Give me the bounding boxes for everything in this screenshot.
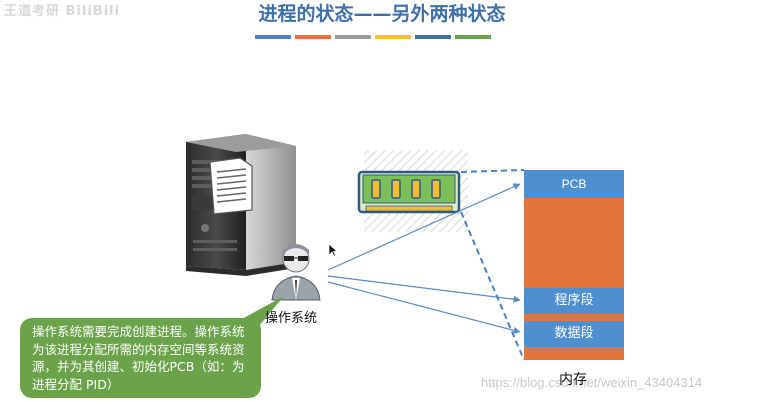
mouse-cursor-icon xyxy=(328,243,338,259)
corner-watermark: 王道考研 BiliBili xyxy=(4,4,121,19)
url-watermark: https://blog.csdn.net/weixin_43404314 xyxy=(481,375,703,390)
allocation-arrows xyxy=(327,183,521,334)
person-with-glasses-icon xyxy=(271,244,321,301)
title-strip-segment xyxy=(415,35,451,39)
title-strip-segment xyxy=(335,35,371,39)
title-strip-segment xyxy=(375,35,411,39)
os-label: 操作系统 xyxy=(265,311,318,326)
memory-pcb-block: PCB xyxy=(524,170,624,198)
callout-box: 操作系统需要完成创建进程。操作系统为该进程分配所需的内存空间等系统资源，并为其创… xyxy=(20,318,261,398)
memory-label: 内存 xyxy=(559,372,587,388)
callout-text: 操作系统需要完成创建进程。操作系统为该进程分配所需的内存空间等系统资源，并为其创… xyxy=(32,324,245,392)
memory-code-segment: 程序段 xyxy=(524,288,624,314)
title-strip-segment xyxy=(255,35,291,39)
title-strip-segment xyxy=(295,35,331,39)
memory-mapping-lines xyxy=(460,169,525,361)
slide-title: 进程的状态——另外两种状态 xyxy=(258,3,506,25)
memory-data-segment: 数据段 xyxy=(524,321,624,347)
document-icon xyxy=(209,157,253,215)
title-color-strip xyxy=(255,35,491,39)
ram-module-icon xyxy=(357,150,468,232)
title-strip-segment xyxy=(455,35,491,39)
